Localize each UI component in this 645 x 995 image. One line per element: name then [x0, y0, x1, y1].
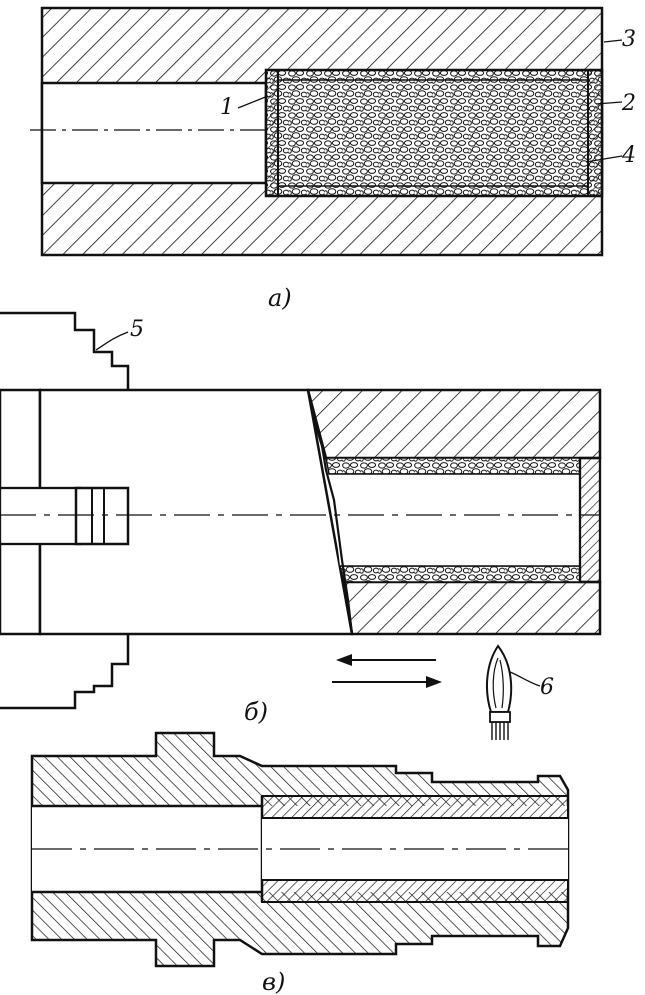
label-6: 6 — [540, 675, 554, 700]
label-3: 3 — [622, 27, 636, 52]
lining-top — [261, 795, 569, 819]
section-wall-bottom — [342, 580, 602, 636]
traverse-arrows — [332, 654, 442, 688]
caption-c: в) — [262, 968, 285, 995]
spindle-nut — [74, 486, 130, 546]
lining-bottom — [261, 879, 569, 903]
label-1: 1 — [220, 95, 234, 120]
end-plate-b — [578, 456, 602, 584]
chuck-jaw-top — [0, 311, 130, 390]
label-5: 5 — [130, 317, 144, 342]
caption-a: а) — [268, 284, 292, 312]
panel-a: 1 3 2 4 а) — [30, 6, 636, 312]
bore — [40, 81, 268, 185]
granular-layer-top — [325, 457, 581, 475]
label-2: 2 — [621, 91, 636, 116]
label-4: 4 — [621, 143, 636, 168]
chuck-jaw-bottom — [0, 634, 130, 710]
torch-flame-icon — [486, 644, 513, 740]
section-wall-top — [306, 388, 602, 460]
panel-b: 5 6 б) — [0, 311, 602, 740]
end-plate-2 — [587, 69, 603, 197]
end-plate-1 — [265, 69, 279, 197]
granular-layer-bottom — [339, 565, 581, 583]
caption-b: б) — [244, 698, 268, 726]
granular-charge — [264, 68, 604, 198]
panel-c: в) — [30, 731, 575, 995]
